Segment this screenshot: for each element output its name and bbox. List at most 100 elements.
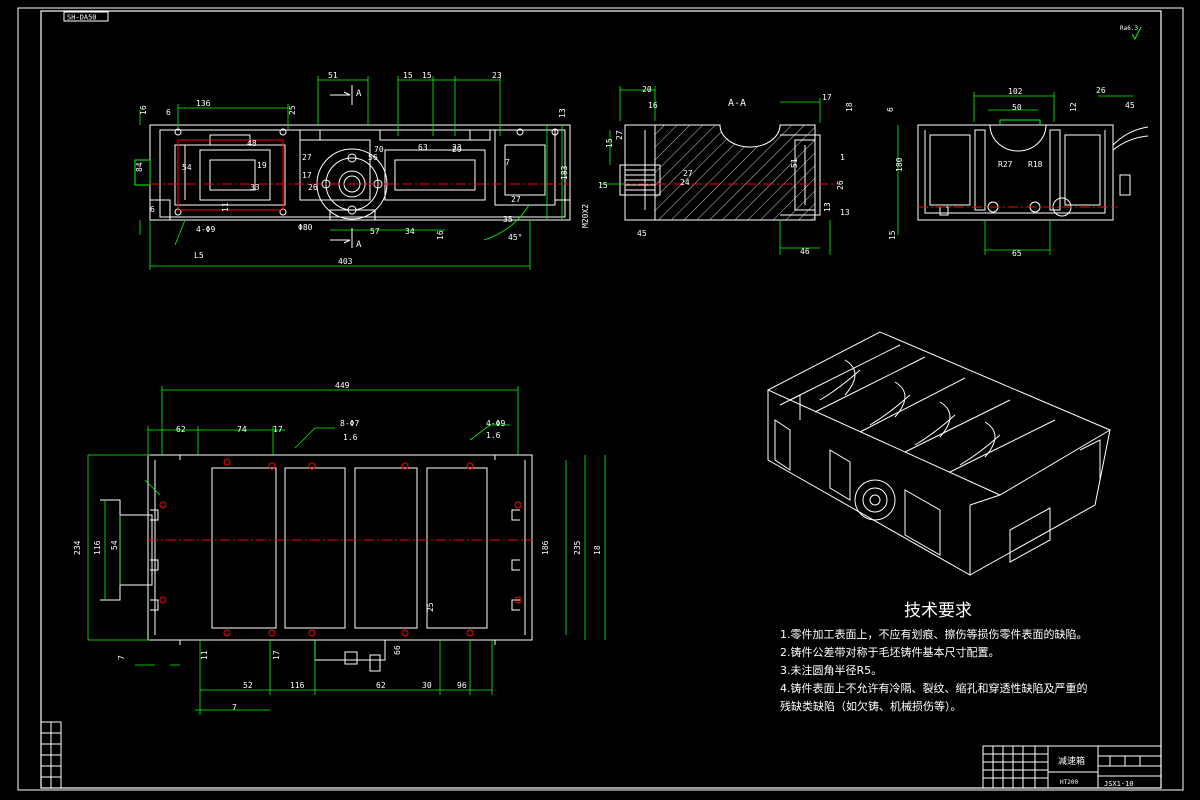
dimension-label: 63	[418, 143, 428, 152]
title-block-material: HT200	[1060, 779, 1078, 786]
requirement-item: 残缺类缺陷（如欠铸、机械损伤等）。	[780, 700, 962, 713]
section-label: A-A	[728, 98, 746, 109]
dimension-label: 17	[273, 425, 283, 434]
dimension-label: 186	[541, 540, 550, 555]
dimension-label: 27	[683, 169, 693, 178]
dimension-label: 183	[560, 165, 569, 180]
dimension-label: 24	[680, 178, 690, 187]
front-view	[134, 124, 571, 221]
dimension-label: 25	[288, 105, 297, 115]
dimension-label: 20	[642, 85, 652, 94]
requirement-item: 2.铸件公差带对称于毛坯铸件基本尺寸配置。	[780, 646, 1000, 659]
dimension-label: 25	[426, 602, 435, 612]
front-view-red-lines	[150, 139, 570, 211]
dimension-label: 29	[452, 145, 462, 154]
section-view	[619, 124, 840, 221]
dimension-label: 1.6	[343, 433, 358, 442]
dimension-label: 96	[457, 681, 467, 690]
dimension-label: 46	[800, 247, 810, 256]
code-box-text: SH-DA50	[67, 14, 97, 22]
dimension-label: 48	[247, 139, 257, 148]
dimension-label: L5	[194, 251, 204, 260]
dimension-label: 16	[436, 230, 445, 240]
dimension-label: 8-Φ7	[340, 419, 359, 428]
dimension-label: 116	[93, 540, 102, 555]
dimension-label: 51	[328, 71, 338, 80]
requirement-item: 3.未注圆角半径R5。	[780, 664, 883, 677]
dimension-label: R27	[998, 160, 1013, 169]
dimension-label: 180	[895, 157, 904, 172]
dimension-label: 1	[840, 153, 845, 162]
dimension-label: 33	[250, 183, 260, 192]
dimension-label: 15	[422, 71, 432, 80]
dimension-label: 7	[117, 655, 126, 660]
dimension-label: 6	[166, 108, 171, 117]
isometric-view	[766, 331, 1112, 576]
dimension-label: 449	[335, 381, 350, 390]
dimension-label: 234	[73, 540, 82, 555]
title-block-drawing-no: JSX1-10	[1104, 780, 1134, 788]
dimension-label: 26	[836, 180, 845, 190]
dimension-label: 34	[405, 227, 415, 236]
dimension-label: 30	[422, 681, 432, 690]
dimension-label: 235	[573, 540, 582, 555]
dimension-label: 15	[598, 181, 608, 190]
dimension-label: 13	[823, 202, 832, 212]
dimension-label: 18	[845, 102, 854, 112]
dimension-label: 18	[593, 545, 602, 555]
dimension-label: 45°	[508, 233, 522, 242]
dimension-label: 70	[374, 145, 384, 154]
dimension-label: 27	[615, 130, 624, 140]
dimension-label: 116	[290, 681, 305, 690]
dimension-label: M20X2	[581, 204, 590, 228]
dimension-lines	[87, 76, 1133, 715]
dimension-label: 1.6	[486, 431, 501, 440]
dimension-label: 16	[139, 105, 148, 115]
dimension-label: 26	[1096, 86, 1106, 95]
outer-frame	[17, 7, 1184, 791]
dimension-label: 13	[840, 208, 850, 217]
dimension-label: 7	[232, 703, 237, 712]
requirements-list: 1.零件加工表面上，不应有划痕、擦伤等损伤零件表面的缺陷。 2.铸件公差带对称于…	[780, 626, 1140, 716]
dimension-label: 13	[558, 108, 567, 118]
dimension-label: 23	[452, 143, 462, 152]
roughness-check-icon	[1131, 26, 1142, 41]
dimension-label: 23	[492, 71, 502, 80]
plan-view-holes	[159, 458, 522, 637]
dimension-label: 15	[403, 71, 413, 80]
dimension-label: 54	[110, 540, 119, 550]
dimension-label: 51	[790, 158, 799, 168]
dimension-label: 16	[648, 101, 658, 110]
code-box	[63, 11, 109, 22]
dimension-label: 4-Φ9	[486, 419, 505, 428]
dimension-label: 57	[370, 227, 380, 236]
dimension-label: 27	[302, 153, 312, 162]
roughness-symbol: Ra6.3	[1120, 25, 1138, 32]
dimension-label: 7	[505, 158, 510, 167]
dimension-label: 19	[257, 161, 267, 170]
dimension-label: 15	[888, 230, 897, 240]
inner-frame	[40, 10, 1162, 789]
dimension-label: 6	[150, 205, 155, 214]
requirement-item: 1.零件加工表面上，不应有划痕、擦伤等损伤零件表面的缺陷。	[780, 628, 1088, 641]
requirement-item: 4.铸件表面上不允许有冷隔、裂纹、缩孔和穿透性缺陷及严重的	[780, 682, 1088, 695]
dimension-label: 4-Φ9	[196, 225, 215, 234]
dimension-label: 66	[393, 645, 402, 655]
dimension-label: 11	[200, 650, 209, 660]
dimension-label: 50	[1012, 103, 1022, 112]
dimension-label: 17	[822, 93, 832, 102]
dimension-label: 56	[368, 153, 378, 162]
cut-label-bottom: A	[356, 240, 362, 250]
dimension-label: 102	[1008, 87, 1023, 96]
dimension-label: 74	[237, 425, 247, 434]
dimension-label: 84	[135, 162, 144, 172]
dimension-label: 11	[221, 202, 230, 212]
dimension-label: 62	[176, 425, 186, 434]
dimension-label: 6	[886, 107, 895, 112]
dimension-label: 52	[243, 681, 253, 690]
dimension-label: 65	[1012, 249, 1022, 258]
dimension-label: 12	[1069, 102, 1078, 112]
